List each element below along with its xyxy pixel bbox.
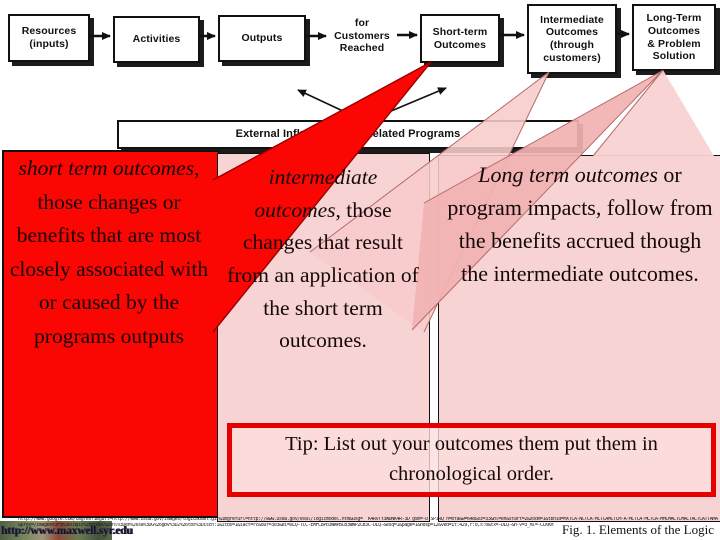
flow-box-long-term: Long-Term Outcomes & Problem Solution <box>632 4 716 71</box>
tip-text: Tip: List out your outcomes them put the… <box>285 433 658 485</box>
external-arrow-left-icon <box>297 89 361 120</box>
flow-box-resources-label: Resources (inputs) <box>21 25 77 50</box>
long-term-callout-wide <box>593 70 714 156</box>
site-url-text: http://www.maxwell.syr.edu <box>1 525 133 537</box>
flow-box-resources: Resources (inputs) <box>8 14 90 62</box>
external-arrow-right-icon <box>371 87 447 120</box>
flow-box-outputs-label: Outputs <box>241 32 283 45</box>
flow-text-customers-reached-label: for Customers Reached <box>334 17 390 55</box>
long-term-description-lead: Long term outcomes <box>478 162 658 187</box>
flow-text-customers-reached: for Customers Reached <box>328 12 396 60</box>
figure-caption: Fig. 1. Elements of the Logic Model. <box>562 522 715 540</box>
flow-box-activities: Activities <box>113 16 200 63</box>
flow-box-long-term-label: Long-Term Outcomes & Problem Solution <box>646 12 702 63</box>
long-term-description: Long term outcomes or program impacts, f… <box>443 158 717 290</box>
short-term-description: short term outcomes, those changes or be… <box>5 152 213 353</box>
long-term-callout-edge <box>592 69 664 157</box>
source-url-line-1: http://www.google.com/imgres?imgurl=http… <box>18 517 718 522</box>
intermediate-description: intermediate outcomes, those changes tha… <box>223 161 423 357</box>
flow-box-short-term: Short-term Outcomes <box>420 14 500 63</box>
short-term-description-lead: short term outcomes <box>18 156 195 180</box>
flow-box-activities-label: Activities <box>132 33 181 46</box>
flow-box-external-influences-label: External Influences and Related Programs <box>235 127 461 140</box>
flow-box-intermediate: Intermediate Outcomes (through customers… <box>527 4 617 74</box>
short-term-description-rest: , those changes or benefits that are mos… <box>9 156 209 348</box>
source-url-line-2: &prev=/images%3Fq%3Dlogic%2Bmodel%26hl%3… <box>18 523 554 528</box>
short-term-panel <box>2 150 220 518</box>
campus-photo-thumbnail <box>0 521 112 540</box>
flow-box-external-influences: External Influences and Related Programs <box>117 120 579 149</box>
tip-callout-box: Tip: List out your outcomes them put the… <box>227 423 716 497</box>
flow-box-outputs: Outputs <box>218 15 306 62</box>
flow-box-short-term-label: Short-term Outcomes <box>432 25 488 51</box>
flow-box-intermediate-label: Intermediate Outcomes (through customers… <box>540 13 604 64</box>
